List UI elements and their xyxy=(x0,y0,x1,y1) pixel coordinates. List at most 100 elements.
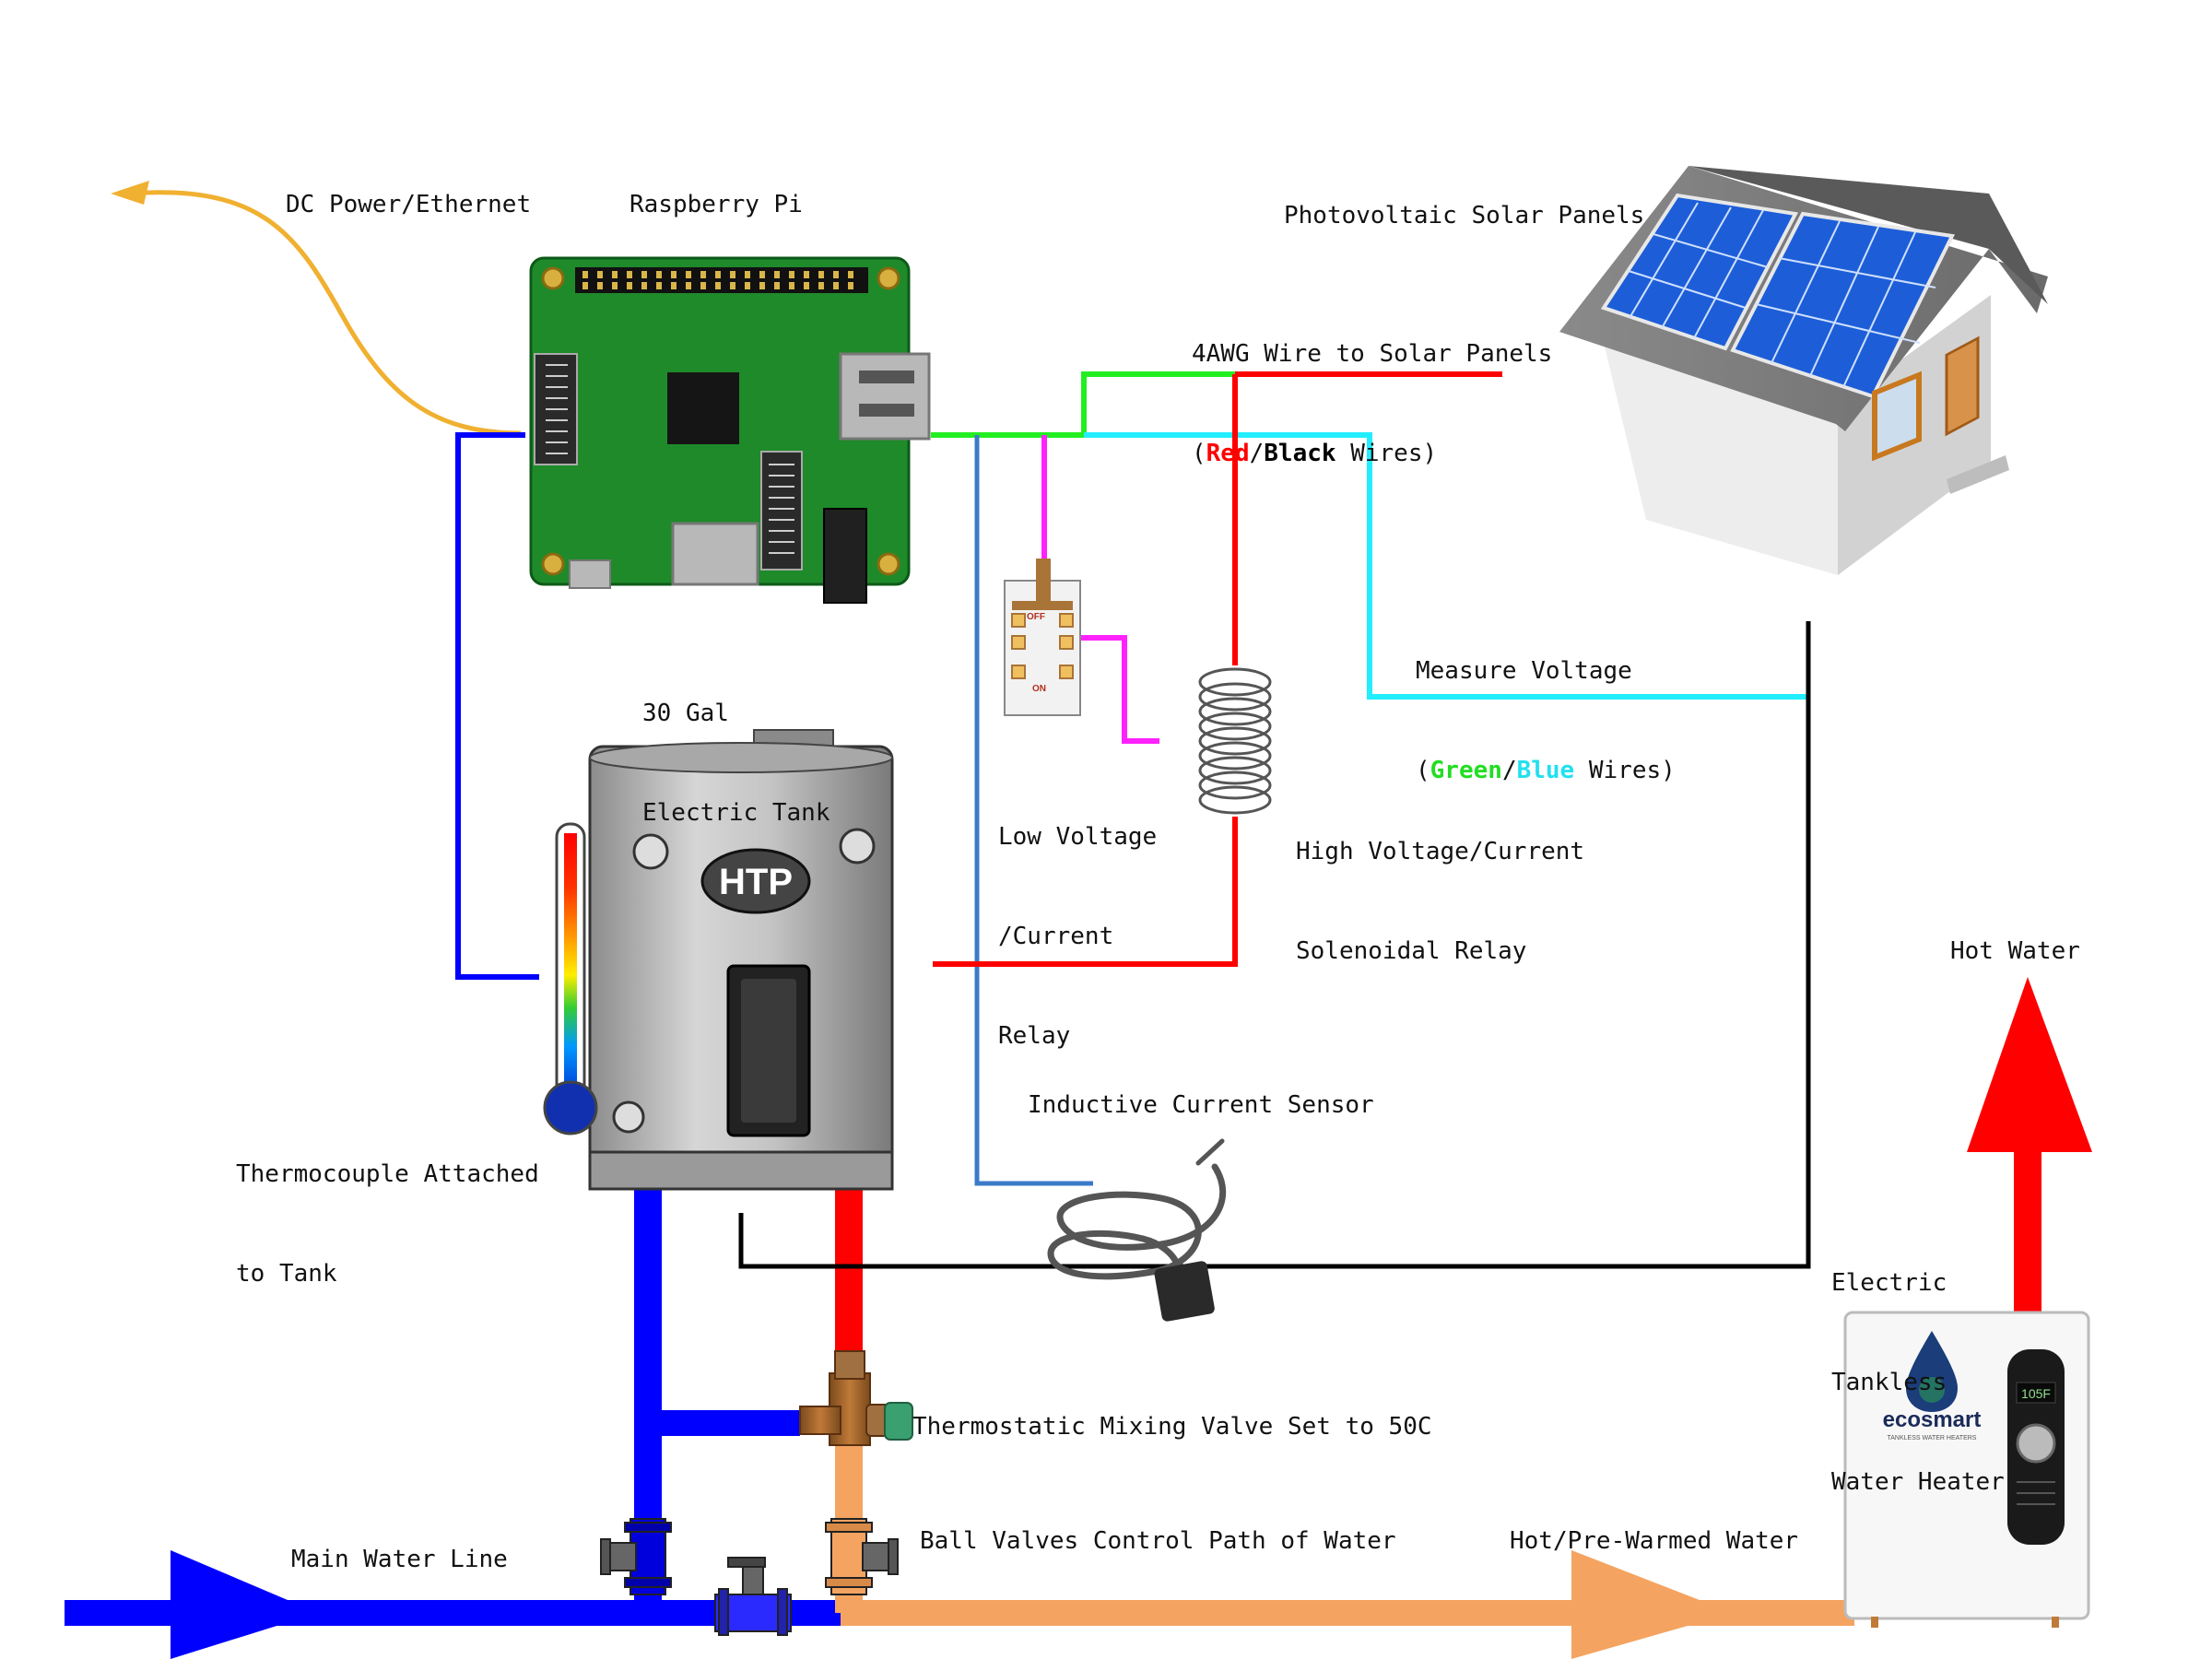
tank-hot-out-pipe xyxy=(835,1185,863,1370)
usb-port xyxy=(839,352,931,441)
hdmi-port xyxy=(671,522,759,586)
thermocouple-label-line2: to Tank xyxy=(236,1260,337,1288)
mixing-valve-label: Thermostatic Mixing Valve Set to 50C xyxy=(912,1413,1432,1441)
gpio-pins xyxy=(582,271,853,289)
ball-valve-left[interactable] xyxy=(600,1518,672,1595)
mounting-holes xyxy=(541,266,900,576)
measure-label-slash: / xyxy=(1501,757,1517,784)
wire-label-rest: Wires) xyxy=(1335,440,1438,467)
dc-power-wire xyxy=(128,190,522,436)
high-relay-label: High Voltage/Current Solenoidal Relay xyxy=(1296,769,1584,1001)
relay-bar xyxy=(1012,601,1073,610)
camera-connector xyxy=(760,451,803,571)
measure-label-blue: Blue xyxy=(1516,757,1575,784)
thermocouple-label-line1: Thermocouple Attached xyxy=(236,1160,539,1188)
house-wall-front xyxy=(1594,304,1838,575)
soc-chip xyxy=(667,372,739,444)
thermocouple-label: Thermocouple Attached to Tank xyxy=(236,1091,539,1324)
tank-top xyxy=(589,742,893,773)
house-window xyxy=(1872,371,1922,462)
hot-water-label: Hot Water xyxy=(1950,937,2080,965)
wire-label-line1: 4AWG Wire to Solar Panels xyxy=(1192,340,1553,368)
audio-jack xyxy=(823,508,867,604)
raspberry-pi-board xyxy=(529,256,931,604)
low-relay-label-line3: Relay xyxy=(998,1022,1071,1050)
tank-label-line1: 30 Gal xyxy=(642,700,729,727)
current-clamp xyxy=(1154,1261,1215,1322)
usb-port-slot xyxy=(859,371,914,383)
measure-label-line1: Measure Voltage xyxy=(1416,657,1632,685)
ball-valves-label: Ball Valves Control Path of Water xyxy=(920,1527,1396,1555)
tank-access-panel-inner xyxy=(741,979,796,1123)
dc-power-arrowhead xyxy=(111,181,149,205)
measure-label-green: Green xyxy=(1430,757,1502,784)
solar-house xyxy=(1559,166,2048,575)
temperature-display xyxy=(2016,1382,2056,1404)
thermometer-scale xyxy=(564,833,577,1106)
house-step xyxy=(1947,455,2009,494)
house-roof-edge xyxy=(1688,166,2048,304)
wire-label-red: Red xyxy=(1206,440,1250,467)
ecosmart-globe-icon xyxy=(1919,1377,1945,1403)
wire-label-black: Black xyxy=(1264,440,1336,467)
wire-label-slash: / xyxy=(1249,440,1265,467)
measure-label-line2: (Green/Blue Wires) xyxy=(1416,754,1676,787)
relay-on-label: ON xyxy=(1032,684,1046,694)
measure-label-rest: Wires) xyxy=(1574,757,1676,784)
thermocouple-wire xyxy=(455,432,539,980)
camera-connector-pins xyxy=(769,464,794,554)
inductive-current-sensor xyxy=(1047,1138,1227,1294)
ball-valve-right[interactable] xyxy=(825,1518,899,1595)
usb-port-slot-2 xyxy=(859,404,914,417)
hot-prewarmed-label: Hot/Pre-Warmed Water xyxy=(1510,1527,1799,1555)
solar-panel-grid xyxy=(1628,202,1936,388)
temperature-knob[interactable] xyxy=(2016,1423,2056,1464)
hot-water-arrowhead xyxy=(1967,977,2092,1152)
sensor-wire xyxy=(974,435,1093,1186)
tank-power-wire-red xyxy=(933,817,1238,967)
raspberry-pi-label: Raspberry Pi xyxy=(629,191,803,218)
tank-fitting-bottom xyxy=(612,1100,645,1134)
inductive-sensor-label: Inductive Current Sensor xyxy=(1028,1091,1374,1119)
gpio-header xyxy=(575,267,868,293)
mixing-valve-knob[interactable] xyxy=(884,1402,913,1441)
micro-usb-port xyxy=(569,559,611,589)
water-pipes xyxy=(65,977,2092,1659)
solenoidal-relay-coil xyxy=(1198,667,1272,815)
thermometer-bulb xyxy=(543,1080,598,1135)
wire-label-paren: ( xyxy=(1192,440,1206,467)
tankless-label: Electric Tankless Water Heater xyxy=(1831,1200,2005,1532)
measure-wire-green xyxy=(931,371,1235,438)
high-relay-label-line2: Solenoidal Relay xyxy=(1296,937,1527,965)
tank-fitting-left xyxy=(632,833,669,870)
ball-valve-center[interactable] xyxy=(714,1557,792,1636)
tankless-label-line3: Water Heater xyxy=(1831,1468,2005,1496)
ecosmart-drop-icon xyxy=(1906,1331,1958,1412)
low-relay-label-line1: Low Voltage xyxy=(998,823,1158,851)
htp-logo-badge xyxy=(700,848,811,914)
low-relay-label: Low Voltage /Current Relay xyxy=(998,754,1157,1086)
relay-toggle xyxy=(1036,559,1051,603)
electric-tank: HTP xyxy=(588,729,894,1191)
wire-label-line2: (Red/Black Wires) xyxy=(1192,437,1552,470)
wire-label: 4AWG Wire to Solar Panels (Red/Black Wir… xyxy=(1192,271,1552,503)
tankless-water-heater: ecosmart TANKLESS WATER HEATERS 105F xyxy=(1843,1311,2090,1628)
display-connector-pins xyxy=(546,364,568,454)
hot-prewarmed-arrowhead xyxy=(1571,1550,1733,1659)
mixing-valve xyxy=(799,1350,913,1446)
low-relay-label-line2: /Current xyxy=(998,923,1114,950)
house-door xyxy=(1945,335,1980,437)
relay-terminals xyxy=(1011,613,1074,679)
tankless-label-line2: Tankless xyxy=(1831,1369,1947,1396)
cold-bypass-pipe xyxy=(634,1410,800,1436)
tank-label: 30 Gal Electric Tank xyxy=(642,630,830,863)
tankless-label-line1: Electric xyxy=(1831,1269,1947,1297)
tank-fitting-right xyxy=(839,828,876,865)
htp-logo-text: HTP xyxy=(719,862,793,902)
tank-label-line2: Electric Tank xyxy=(642,799,830,827)
relay-signal-wire-return xyxy=(1073,635,1159,744)
temperature-display-value: 105F xyxy=(2021,1386,2051,1401)
thermocouple-thermometer xyxy=(543,822,598,1135)
measure-voltage-label: Measure Voltage (Green/Blue Wires) xyxy=(1416,588,1676,820)
